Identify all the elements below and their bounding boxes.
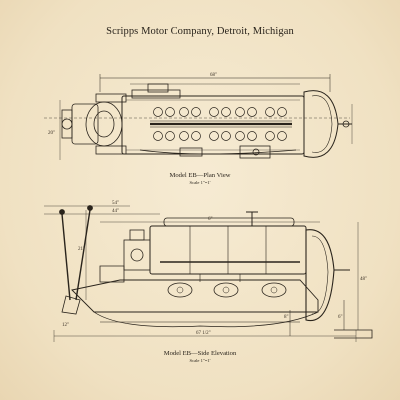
- side-dim-a: 54": [112, 201, 119, 206]
- plan-view-caption: Model EB—Plan View Scale 1"=1': [0, 172, 400, 185]
- plan-view-title: Model EB—Plan View: [169, 172, 231, 179]
- side-dim-h: 12": [62, 323, 69, 328]
- side-dim-g: 6": [338, 315, 343, 320]
- plan-dim-length: 68": [210, 73, 217, 78]
- plan-dim-width: 20": [48, 131, 55, 136]
- side-dim-c: 6": [208, 217, 213, 222]
- side-dim-d: 21": [78, 247, 85, 252]
- side-dim-f: 8": [284, 315, 289, 320]
- side-dim-overall: 67 1/2": [196, 331, 211, 336]
- side-elevation-caption: Model EB—Side Elevation Scale 1"=1': [0, 350, 400, 363]
- side-dim-e: 48": [360, 277, 367, 282]
- plan-view-scale: Scale 1"=1': [189, 179, 211, 185]
- side-elevation-title: Model EB—Side Elevation: [163, 350, 237, 357]
- side-dim-b: 44": [112, 209, 119, 214]
- side-elevation-scale: Scale 1"=1': [189, 357, 211, 363]
- page-title: Scripps Motor Company, Detroit, Michigan: [106, 26, 294, 37]
